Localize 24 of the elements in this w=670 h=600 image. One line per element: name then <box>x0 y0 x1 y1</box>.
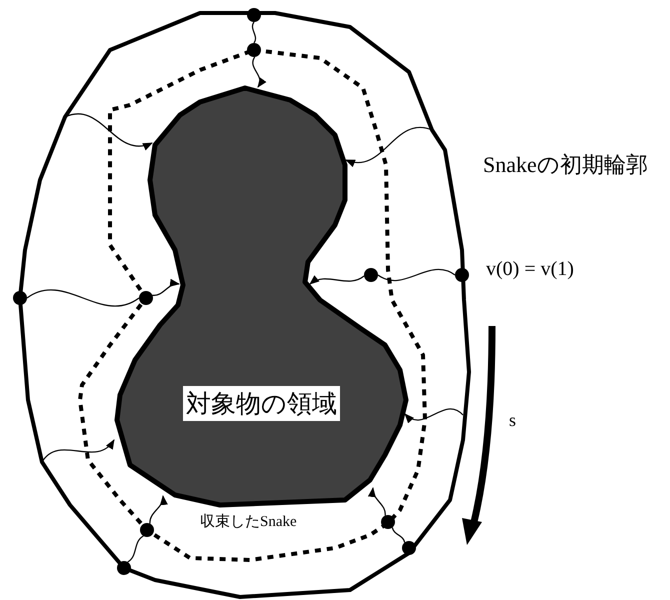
vertex-dot <box>381 515 395 529</box>
vertex-dot <box>247 43 261 57</box>
arrow <box>252 56 266 88</box>
arrow <box>42 439 115 462</box>
vertex-label: v(0) = v(1) <box>486 258 574 281</box>
vertex-dot <box>455 268 469 282</box>
arrow <box>309 276 364 285</box>
vertex-dot <box>13 291 27 305</box>
arrow <box>404 408 464 423</box>
arrow <box>64 114 153 150</box>
arrow <box>152 280 180 296</box>
contour-label: Snakeの初期輪郭 <box>483 151 648 179</box>
vertex-dot <box>247 8 261 22</box>
vertex-dot <box>117 561 131 575</box>
arrow <box>368 487 386 516</box>
arrow <box>149 495 167 524</box>
region-label: 対象物の領域 <box>183 386 340 421</box>
arrow <box>345 127 432 166</box>
vertex-dot <box>139 291 153 305</box>
contour-label: 収束したSnake <box>200 512 297 531</box>
vertex-dot <box>140 523 154 537</box>
arc-length-label: s <box>509 410 516 431</box>
vertex-dot <box>364 268 378 282</box>
vertex-dot <box>402 541 416 555</box>
